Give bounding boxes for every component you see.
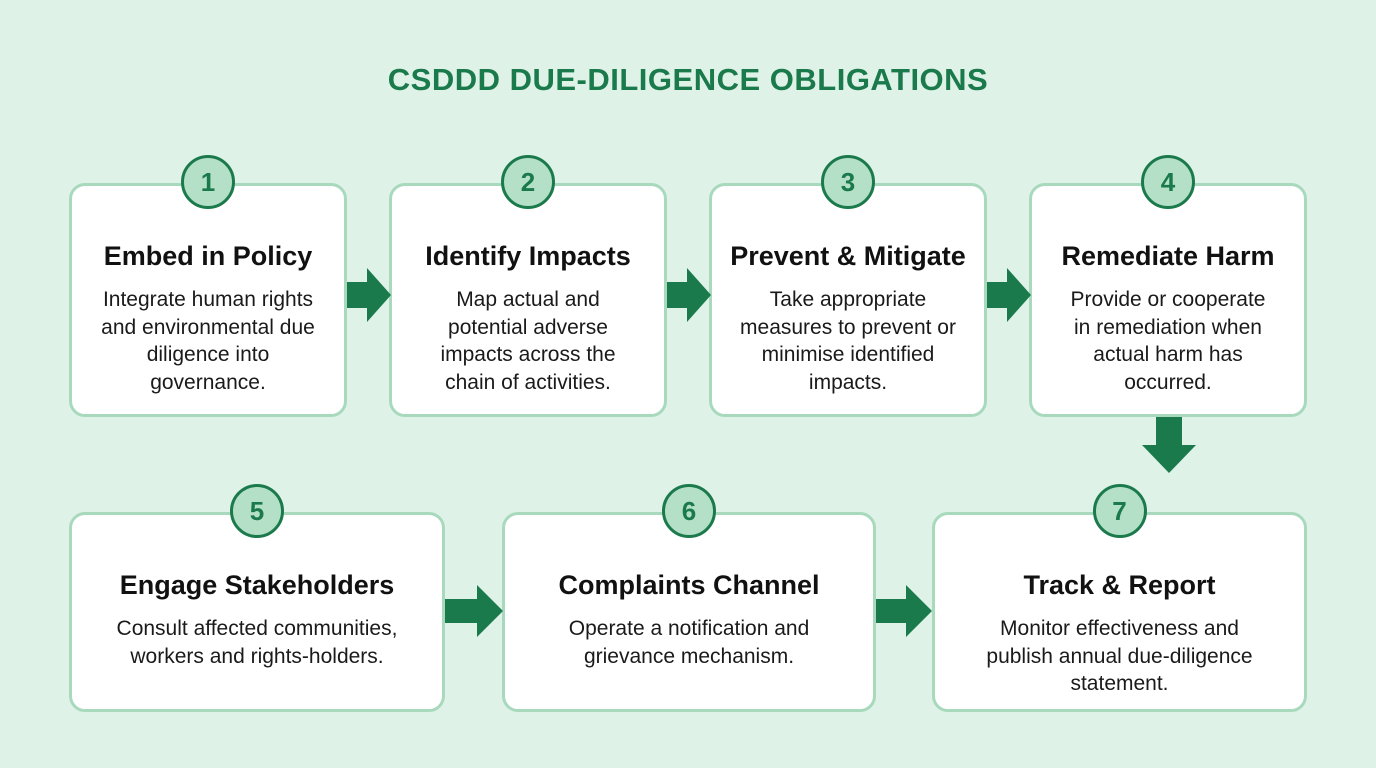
- step-title: Prevent & Mitigate: [730, 241, 966, 271]
- step-description: Operate a notification and grievance mec…: [568, 617, 810, 668]
- step-description: Map actual and potential adverse impacts…: [440, 288, 616, 394]
- arrow-right-icon: [987, 268, 1031, 322]
- step-title: Engage Stakeholders: [119, 570, 395, 600]
- step-title: Complaints Channel: [558, 570, 820, 600]
- arrow-right-icon: [876, 585, 932, 637]
- step-card-2: 2 Identify Impacts Map actual and potent…: [389, 155, 667, 417]
- step-description: Monitor effectiveness and publish annual…: [986, 617, 1253, 695]
- step-title: Embed in Policy: [103, 241, 313, 271]
- step-description: Integrate human rights and environmental…: [101, 288, 315, 394]
- step-card-7: 7 Track & Report Monitor effectiveness a…: [932, 484, 1307, 712]
- step-description: Consult affected communities, workers an…: [116, 617, 398, 668]
- step-card-3: 3 Prevent & Mitigate Take appropriate me…: [709, 155, 987, 417]
- step-number-badge: 5: [230, 484, 284, 538]
- step-title: Track & Report: [1023, 570, 1216, 600]
- step-number-badge: 2: [501, 155, 555, 209]
- step-card-6: 6 Complaints Channel Operate a notificat…: [502, 484, 876, 712]
- step-card-1: 1 Embed in Policy Integrate human rights…: [69, 155, 347, 417]
- arrow-right-icon: [667, 268, 711, 322]
- arrow-right-icon: [445, 585, 503, 637]
- step-title: Identify Impacts: [425, 241, 631, 271]
- step-description: Provide or cooperate in remediation when…: [1070, 288, 1266, 394]
- step-number-badge: 3: [821, 155, 875, 209]
- step-description: Take appropriate measures to prevent or …: [740, 288, 956, 394]
- diagram-title: CSDDD DUE-DILIGENCE OBLIGATIONS: [387, 62, 989, 97]
- step-title: Remediate Harm: [1061, 241, 1275, 271]
- arrow-down-icon: [1142, 417, 1196, 473]
- step-card-5: 5 Engage Stakeholders Consult affected c…: [69, 484, 445, 712]
- step-number-badge: 4: [1141, 155, 1195, 209]
- step-number-badge: 6: [662, 484, 716, 538]
- step-card-4: 4 Remediate Harm Provide or cooperate in…: [1029, 155, 1307, 417]
- step-number-badge: 7: [1092, 484, 1147, 538]
- arrow-right-icon: [347, 268, 391, 322]
- step-number-badge: 1: [181, 155, 235, 209]
